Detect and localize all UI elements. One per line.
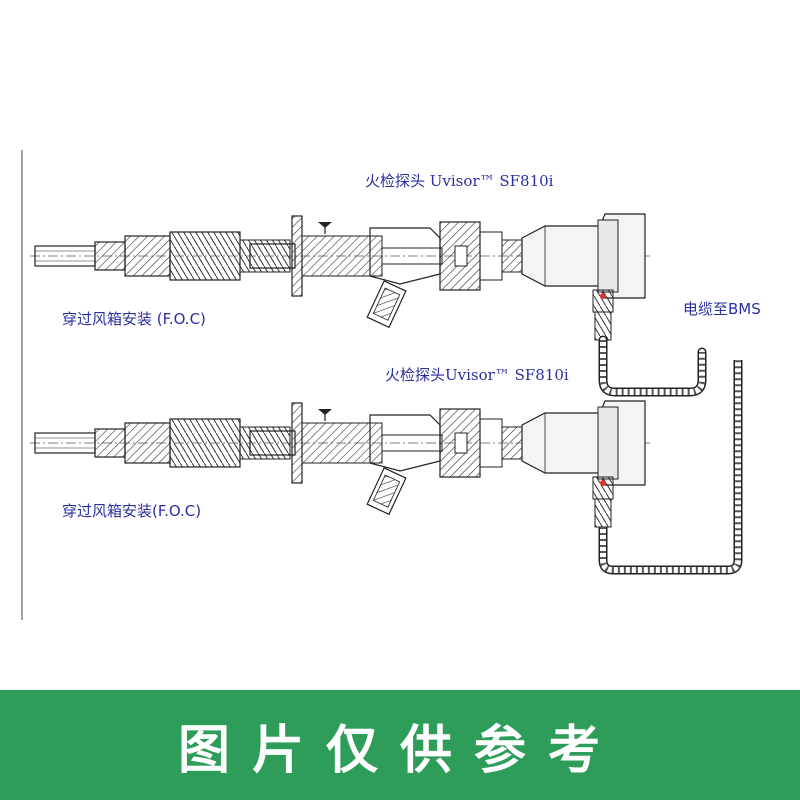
cable-top bbox=[598, 335, 707, 397]
technical-drawing bbox=[21, 150, 743, 620]
banner-text: 图片仅供参考 bbox=[177, 720, 622, 781]
reference-banner: 图片仅供参考 bbox=[0, 690, 800, 800]
foc-top-label: 穿过风箱安装 (F.O.C) bbox=[62, 310, 206, 328]
foc-bottom-label: 穿过风箱安装(F.O.C) bbox=[62, 502, 202, 520]
probe-bottom-label: 火检探头Uvisor™ SF810i bbox=[385, 366, 569, 384]
cable-label: 电缆至BMS bbox=[683, 300, 761, 318]
probe-top-label: 火检探头 Uvisor™ SF810i bbox=[365, 172, 554, 190]
